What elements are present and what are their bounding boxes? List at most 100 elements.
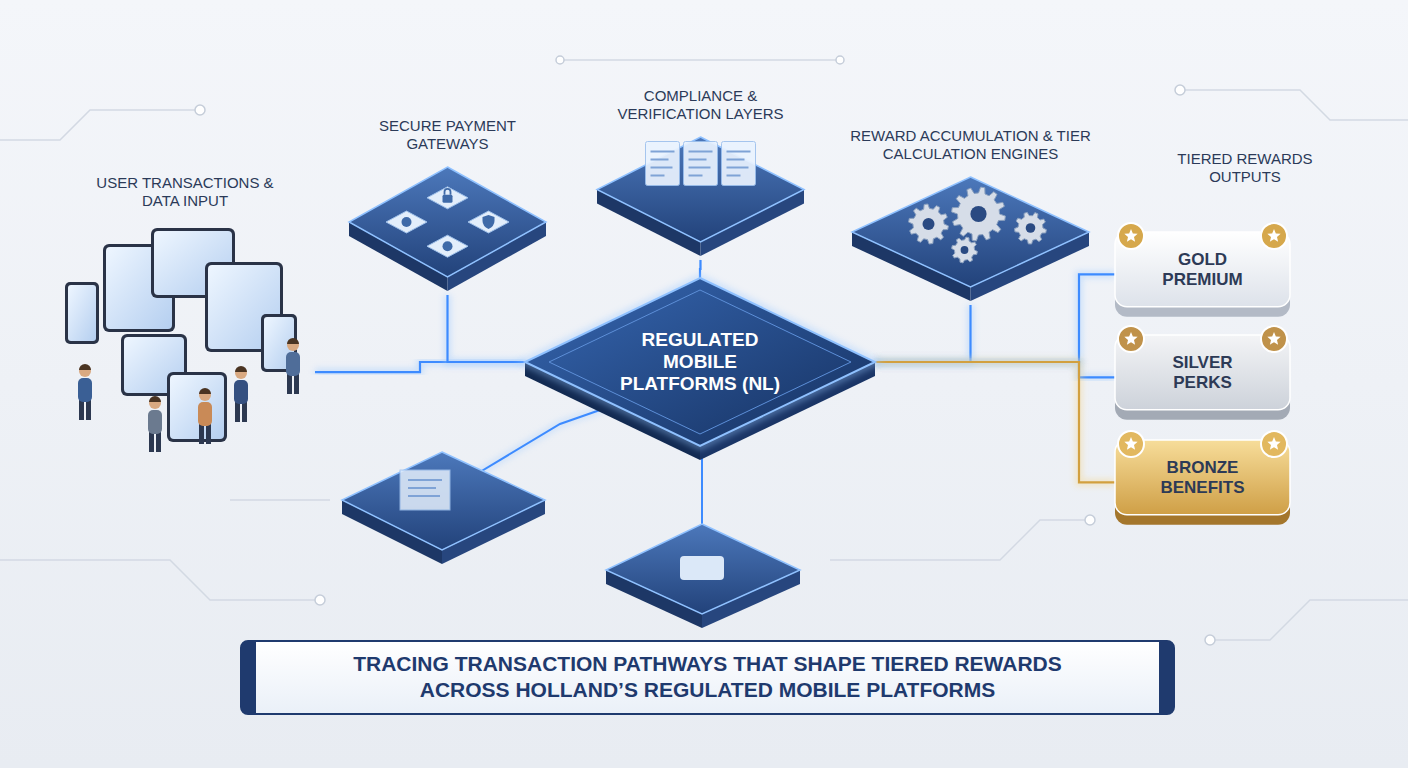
circuit-dot xyxy=(315,595,325,605)
person-body xyxy=(78,378,92,402)
doc-panel xyxy=(684,142,718,186)
person-body xyxy=(148,410,162,434)
icon-plate xyxy=(427,235,468,257)
chip xyxy=(680,556,724,580)
platform-diamond: REGULATED MOBILE PLATFORMS (NL) xyxy=(525,278,875,446)
tier-badge xyxy=(1118,326,1144,352)
gear-icon xyxy=(952,187,1006,241)
circuit-trace xyxy=(0,560,320,600)
person-hair xyxy=(149,396,161,402)
person-body xyxy=(234,380,248,404)
person-head xyxy=(149,397,161,409)
connector xyxy=(875,362,1115,482)
circuit-trace xyxy=(830,520,1090,560)
tile-icons xyxy=(646,142,756,186)
gear-hub xyxy=(961,246,969,254)
badge-star xyxy=(1124,332,1137,345)
caption-banner: TRACING TRANSACTION PATHWAYS THAT SHAPE … xyxy=(240,640,1175,715)
shield-icon xyxy=(483,215,495,229)
circuit-traces xyxy=(0,60,1408,640)
tier-label: GOLD PREMIUM xyxy=(1153,250,1252,291)
device-illustration xyxy=(55,222,315,457)
stage-heading: REWARD ACCUMULATION & TIER CALCULATION E… xyxy=(848,127,1093,175)
gateway-tile: SECURE PAYMENT GATEWAYS xyxy=(345,117,550,295)
gear-hub xyxy=(923,218,935,230)
doc-lines xyxy=(689,152,713,176)
doc-lines xyxy=(727,152,751,176)
icon-plate xyxy=(386,211,427,233)
tile-face xyxy=(349,167,546,277)
connector-group xyxy=(875,362,1115,482)
person-leg xyxy=(79,400,84,420)
diamond-glow xyxy=(525,278,875,446)
tier-badge xyxy=(1118,223,1144,249)
person-leg xyxy=(86,400,91,420)
person-head xyxy=(287,339,299,351)
person-head xyxy=(235,367,247,379)
person-leg xyxy=(156,432,161,452)
badge-star xyxy=(1124,229,1137,242)
circuit-trace xyxy=(230,499,330,501)
dot-icon xyxy=(443,241,453,251)
engine-tile: REWARD ACCUMULATION & TIER CALCULATION E… xyxy=(848,127,1093,305)
connector-glow xyxy=(875,362,1115,482)
circuit-dot xyxy=(1085,515,1095,525)
lock-icon xyxy=(443,195,453,203)
tier-badge xyxy=(1261,326,1287,352)
person-leg xyxy=(199,424,204,444)
badge-star xyxy=(1267,229,1280,242)
tile-face xyxy=(606,524,800,614)
stage-heading: COMPLIANCE & VERIFICATION LAYERS xyxy=(593,87,808,135)
diamond-face xyxy=(525,278,875,446)
base-tile xyxy=(606,524,800,628)
platform-label: REGULATED MOBILE PLATFORMS (NL) xyxy=(616,329,784,395)
tier-badge xyxy=(1118,431,1144,457)
tier-badge xyxy=(1261,431,1287,457)
lock-icon xyxy=(445,189,451,195)
dot-icon xyxy=(402,217,412,227)
person-body xyxy=(198,402,212,426)
doc-panel xyxy=(722,142,756,186)
device-frame xyxy=(167,372,227,442)
badge-star xyxy=(1267,437,1280,450)
circuit-dot xyxy=(836,56,844,64)
platform-tile xyxy=(848,175,1093,305)
person-head xyxy=(199,389,211,401)
device-frame xyxy=(65,282,99,344)
person-leg xyxy=(294,374,299,394)
stage-heading: USER TRANSACTIONS & DATA INPUT xyxy=(80,174,290,222)
gear-hub xyxy=(970,206,986,222)
person-leg xyxy=(206,424,211,444)
tier-tile: SILVER PERKS xyxy=(1115,335,1290,420)
doc-lines xyxy=(651,152,675,176)
person-leg xyxy=(287,374,292,394)
connector xyxy=(875,305,971,362)
tier-badge xyxy=(1261,223,1287,249)
icon-plate xyxy=(468,211,509,233)
connector-glow xyxy=(448,295,526,362)
circuit-dot xyxy=(195,105,205,115)
tile-icons xyxy=(386,187,509,257)
tile-face xyxy=(852,177,1089,287)
stage-heading: SECURE PAYMENT GATEWAYS xyxy=(358,117,538,165)
data-lines xyxy=(408,480,442,496)
tier-tile: GOLD PREMIUM xyxy=(1115,232,1290,317)
caption-text: TRACING TRANSACTION PATHWAYS THAT SHAPE … xyxy=(313,651,1103,704)
device-cluster: USER TRANSACTIONS & DATA INPUT xyxy=(55,174,315,457)
doc-panel xyxy=(646,142,680,186)
circuit-trace xyxy=(560,59,840,61)
circuit-trace xyxy=(0,110,200,140)
data-tile xyxy=(342,452,545,564)
person-head xyxy=(79,365,91,377)
connector-glow xyxy=(875,305,971,362)
gear-icon xyxy=(909,204,949,244)
tier-label: SILVER PERKS xyxy=(1153,353,1252,394)
person-hair xyxy=(235,366,247,372)
platform-tile xyxy=(593,135,808,260)
person-hair xyxy=(79,364,91,370)
person-leg xyxy=(242,402,247,422)
section-heading: TIERED REWARDS OUTPUTS xyxy=(1160,150,1330,186)
tier-label: BRONZE BENEFITS xyxy=(1153,458,1252,499)
circuit-dots xyxy=(195,56,1215,645)
